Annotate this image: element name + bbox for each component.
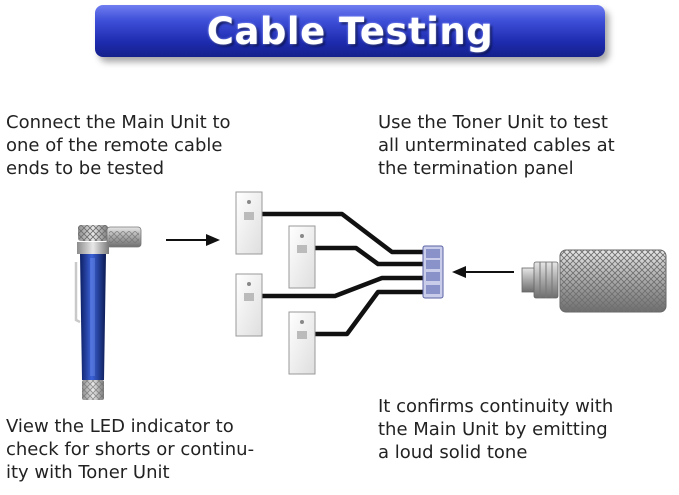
arrow-left <box>452 266 514 278</box>
cables <box>259 211 429 337</box>
wall-plate-3 <box>235 273 263 337</box>
caption-confirms-continuity: It confirms continuity with the Main Uni… <box>378 396 614 463</box>
caption-led-indicator: View the LED indicator to check for shor… <box>6 416 255 483</box>
wall-plate-4 <box>288 311 316 375</box>
toner-unit <box>521 249 667 313</box>
main-unit-tester <box>74 225 142 400</box>
wall-plate-1 <box>235 191 263 255</box>
arrow-right <box>166 234 220 246</box>
title-banner: Cable Testing <box>95 5 605 57</box>
page-title: Cable Testing <box>206 9 494 53</box>
caption-connect-main-unit: Connect the Main Unit to one of the remo… <box>6 112 231 179</box>
wall-plate-2 <box>288 225 316 289</box>
termination-panel <box>422 245 444 299</box>
caption-use-toner-unit: Use the Toner Unit to test all untermina… <box>378 112 615 179</box>
